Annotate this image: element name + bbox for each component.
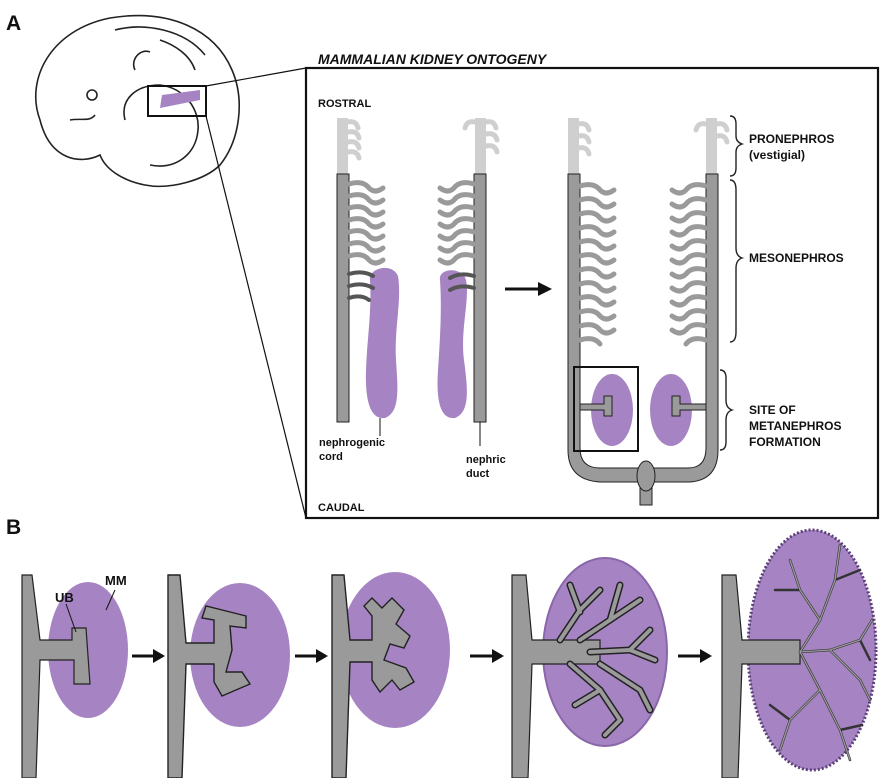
nephric-duct-label-1: nephric	[466, 454, 506, 466]
zoom-line-bottom	[206, 116, 306, 518]
caudal-label: CAUDAL	[318, 502, 365, 514]
metanephros-label-2: METANEPHROS	[749, 419, 841, 433]
branching-arrow-2	[295, 649, 328, 663]
branching-stage-1: UB MM	[22, 573, 128, 778]
metanephros-label-3: FORMATION	[749, 435, 821, 449]
pronephros-vestigial-label: (vestigial)	[749, 148, 805, 162]
mm-label: MM	[105, 573, 127, 588]
metanephros-label-1: SITE OF	[749, 403, 796, 417]
branching-stage-3	[332, 572, 450, 778]
branching-stage-2	[168, 575, 290, 778]
embryo-illustration	[36, 16, 239, 187]
ub-label: UB	[55, 590, 74, 605]
branching-stage-4	[512, 558, 667, 778]
stage-2-column: nephric duct	[438, 118, 506, 480]
rostral-label: ROSTRAL	[318, 98, 371, 110]
zoom-line-top	[206, 68, 306, 86]
panel-a-title: MAMMALIAN KIDNEY ONTOGENY	[318, 51, 548, 67]
nephric-duct-label-2: duct	[466, 468, 490, 480]
stage-1-column: nephrogenic cord	[319, 118, 399, 463]
nephrogenic-cord-label-2: cord	[319, 451, 343, 463]
nephrogenic-cord-label-1: nephrogenic	[319, 437, 385, 449]
panel-b-letter: B	[6, 516, 21, 539]
branching-stage-5	[722, 530, 876, 778]
embryo-kidney-region	[160, 90, 200, 108]
progression-arrow-a	[505, 282, 552, 296]
mesonephros-label: MESONEPHROS	[749, 251, 844, 265]
branching-arrow-4	[678, 649, 712, 663]
region-braces	[720, 116, 742, 450]
panel-a-letter: A	[6, 12, 21, 35]
branching-arrow-3	[470, 649, 504, 663]
pronephros-label: PRONEPHROS	[749, 132, 834, 146]
stage-3-kidney	[568, 118, 727, 505]
branching-arrow-1	[132, 649, 165, 663]
